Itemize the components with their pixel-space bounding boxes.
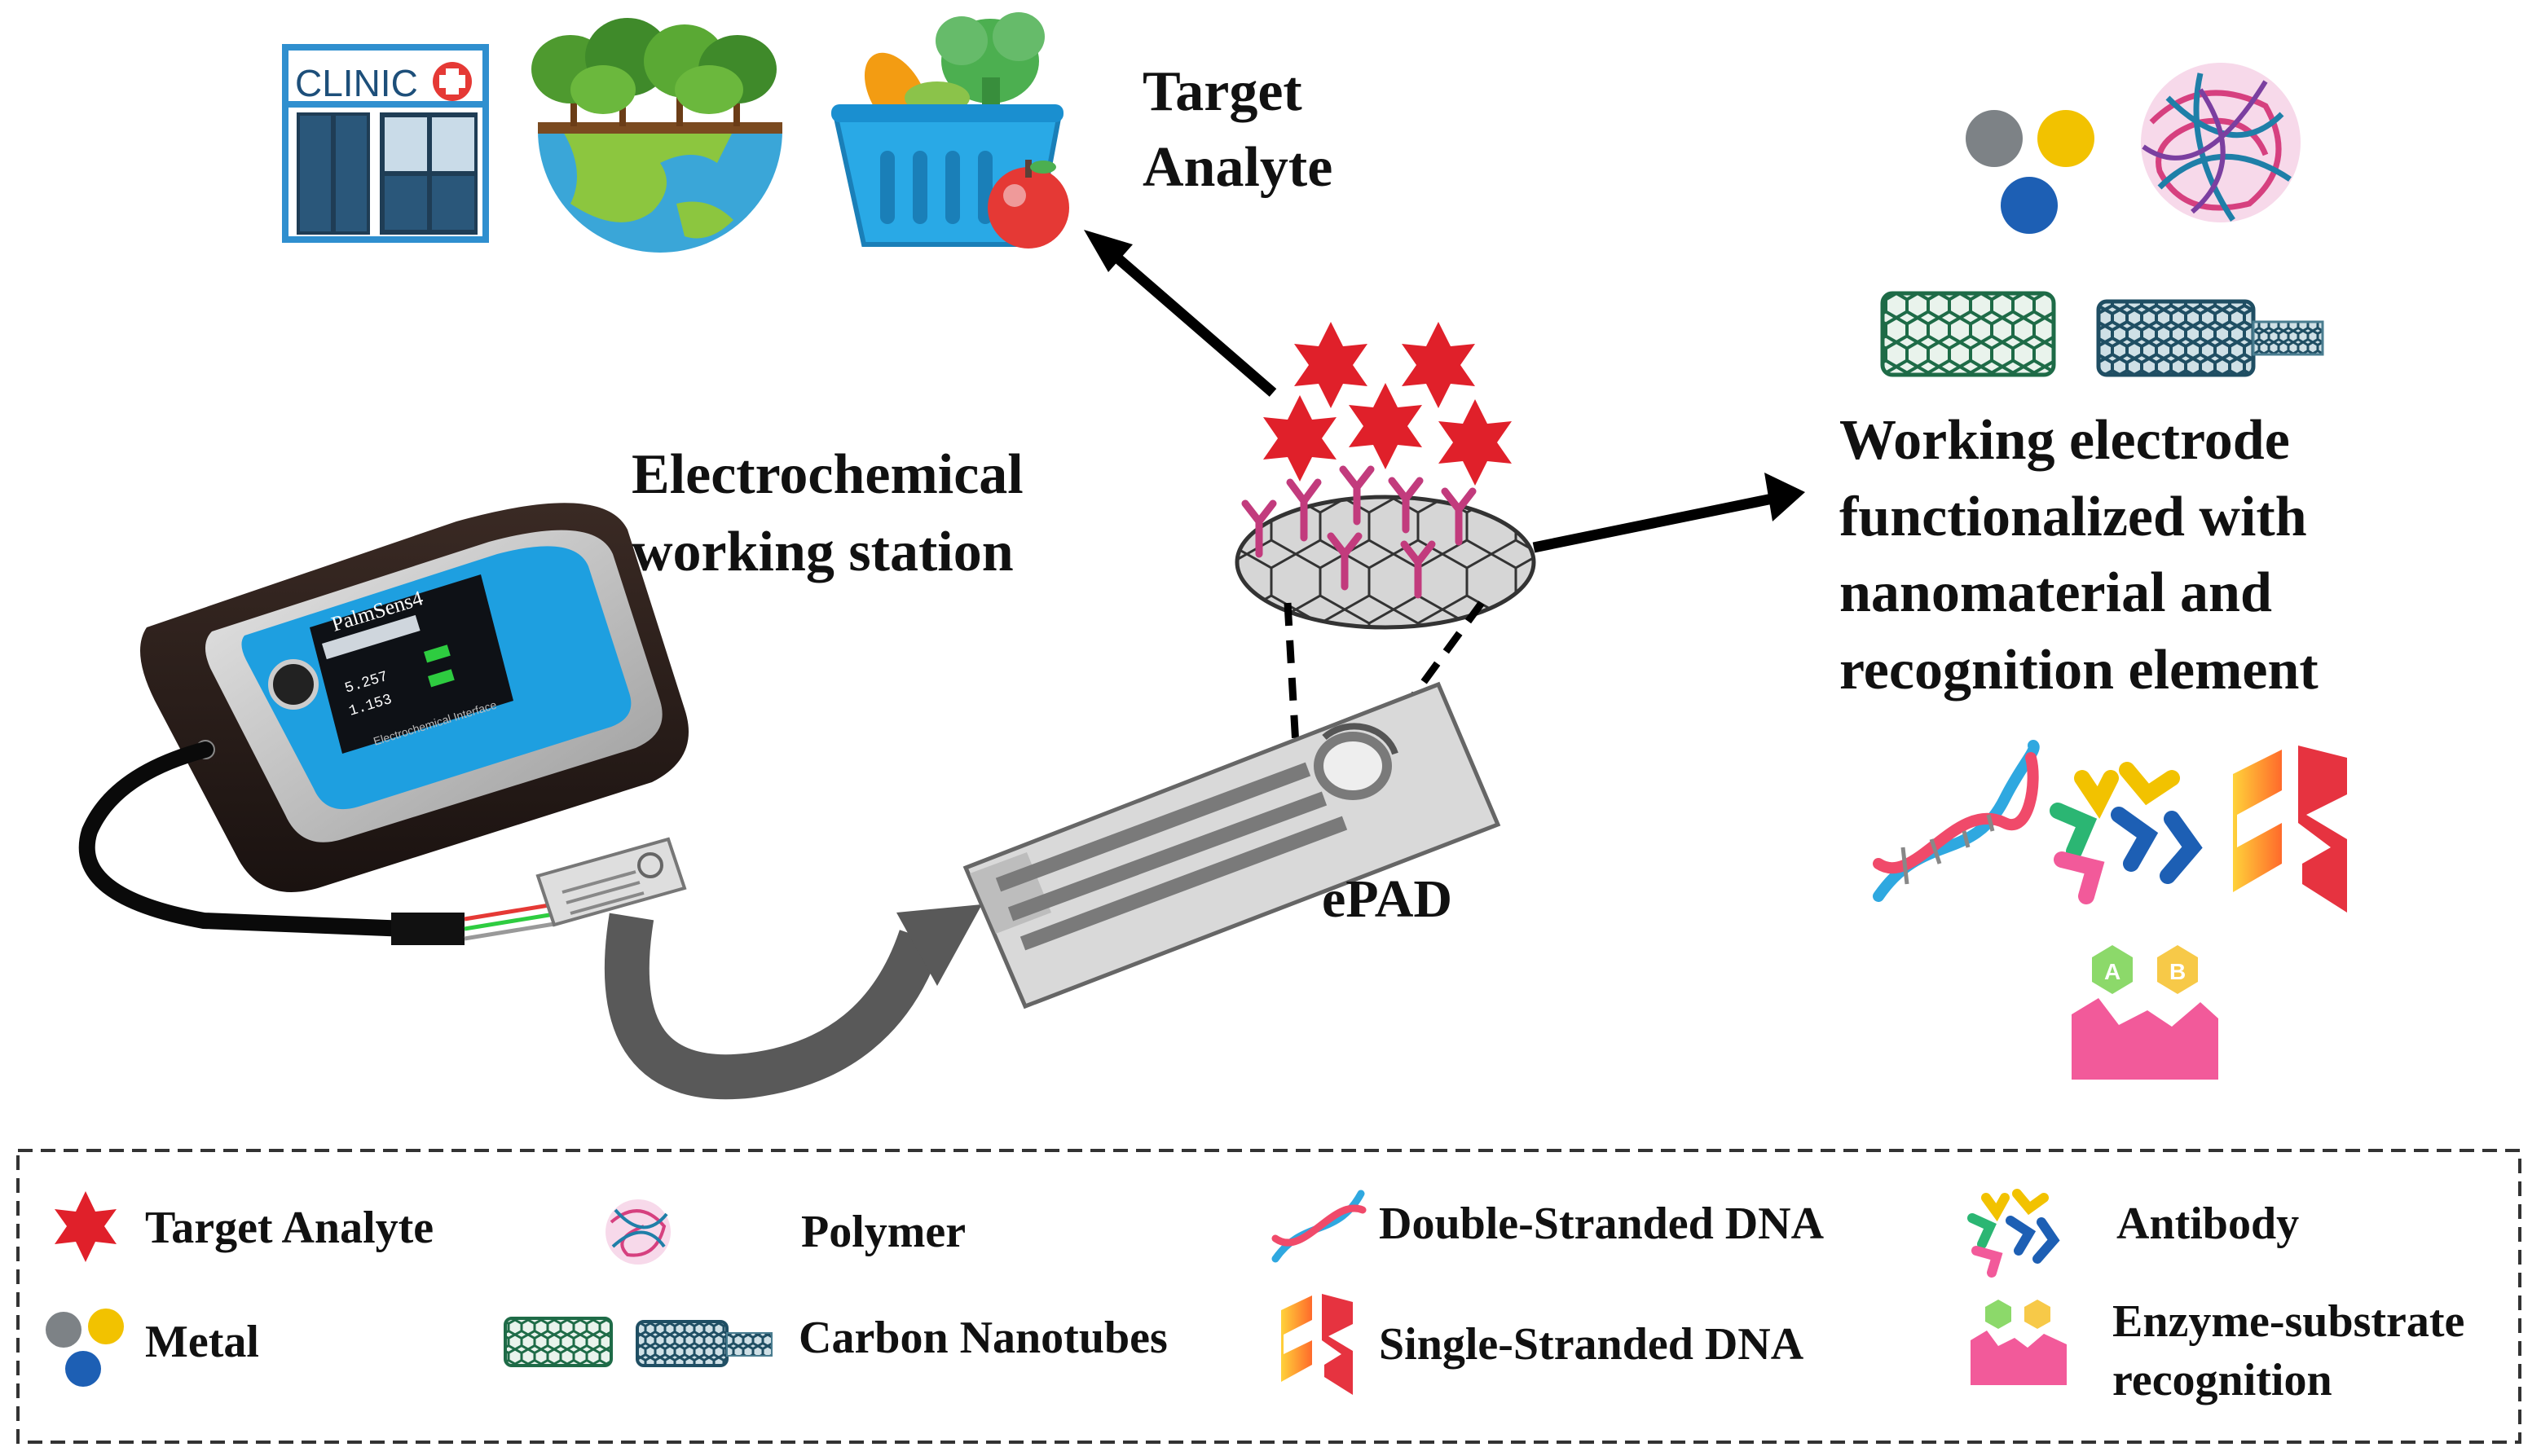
functionalized-electrode-disk	[1235, 465, 1536, 630]
target-analyte-label-line2: Analyte	[1143, 136, 1332, 199]
small-epad-strip	[535, 837, 687, 927]
antibody-icon	[2050, 762, 2203, 904]
curved-transfer-arrow-head	[896, 904, 982, 986]
star-icon	[1263, 395, 1337, 482]
cable-connector	[391, 913, 465, 945]
working-electrode-line4: recognition element	[1839, 639, 2319, 702]
target-analyte-label-line1: Target	[1143, 60, 1302, 123]
legend-polymer-icon	[606, 1199, 671, 1265]
legend-carbon-nanotubes: Carbon Nanotubes	[799, 1313, 1168, 1363]
star-icon	[1349, 383, 1422, 469]
single-stranded-dna-icon	[2233, 746, 2347, 913]
legend-enzyme-line2: recognition	[2112, 1355, 2332, 1405]
double-stranded-dna-icon	[1873, 740, 2040, 902]
arrow-to-target-analyte	[1098, 240, 1277, 397]
enzyme-substrate-icon: A B	[2072, 945, 2218, 1080]
station-label-line2: working station	[632, 521, 1014, 583]
device-cable	[78, 741, 416, 937]
legend-target-analyte: Target Analyte	[145, 1203, 434, 1253]
device-screen	[310, 574, 513, 754]
legend-metal-icon	[46, 1309, 124, 1387]
legend-ssdna: Single-Stranded DNA	[1379, 1319, 1804, 1370]
clinic-building-icon: CLINIC	[282, 44, 489, 243]
arrow-to-target-analyte-head	[1084, 230, 1133, 272]
legend-metal: Metal	[145, 1317, 259, 1367]
legend-carbon-nanotube-icon	[504, 1317, 773, 1367]
legend-antibody: Antibody	[2116, 1199, 2299, 1249]
legend-dsdna: Double-Stranded DNA	[1379, 1199, 1825, 1249]
legend-enzyme-icon	[1971, 1300, 2067, 1385]
working-electrode-line1: Working electrode	[1839, 409, 2290, 472]
arrow-to-working-electrode-head	[1764, 473, 1805, 521]
legend-star-icon	[55, 1191, 117, 1262]
enzyme-a-label: A	[2104, 959, 2120, 984]
star-icon	[1294, 322, 1367, 408]
legend-polymer: Polymer	[801, 1207, 966, 1257]
clinic-sign: CLINIC	[295, 62, 418, 104]
legend-ssdna-icon	[1281, 1294, 1353, 1395]
antibodies-on-disk	[1241, 465, 1477, 599]
food-basket-icon	[831, 12, 1069, 249]
legend-antibody-icon	[1967, 1189, 2060, 1278]
potentiostat-device: PalmSens4 5.257 1.153 Electrochemical In…	[140, 503, 689, 892]
epad-strip	[962, 681, 1501, 1010]
carbon-nanotube-icon	[1880, 291, 2324, 377]
device-power-button	[268, 659, 319, 710]
enzyme-b-label: B	[2169, 959, 2186, 984]
analyte-stars	[1263, 322, 1512, 486]
star-icon	[1438, 399, 1512, 486]
legend-enzyme-line1: Enzyme-substrate	[2112, 1296, 2464, 1347]
earth-with-forest-icon	[531, 18, 782, 253]
zoom-line-left	[1284, 602, 1300, 746]
curved-transfer-arrow	[604, 913, 943, 1100]
arrow-to-working-electrode	[1532, 493, 1774, 553]
working-electrode-line3: nanomaterial and	[1839, 561, 2272, 624]
legend-dsdna-icon	[1271, 1190, 1367, 1263]
zoom-line-right	[1374, 600, 1485, 748]
star-icon	[1402, 322, 1475, 408]
epad-label: ePAD	[1322, 869, 1452, 929]
metal-nanoparticles-icon	[1966, 110, 2094, 234]
working-electrode-line2: functionalized with	[1839, 486, 2307, 548]
station-label-line1: Electrochemical	[632, 443, 1024, 506]
legend-box	[16, 1149, 2521, 1444]
polymer-ball-icon	[2141, 63, 2301, 222]
